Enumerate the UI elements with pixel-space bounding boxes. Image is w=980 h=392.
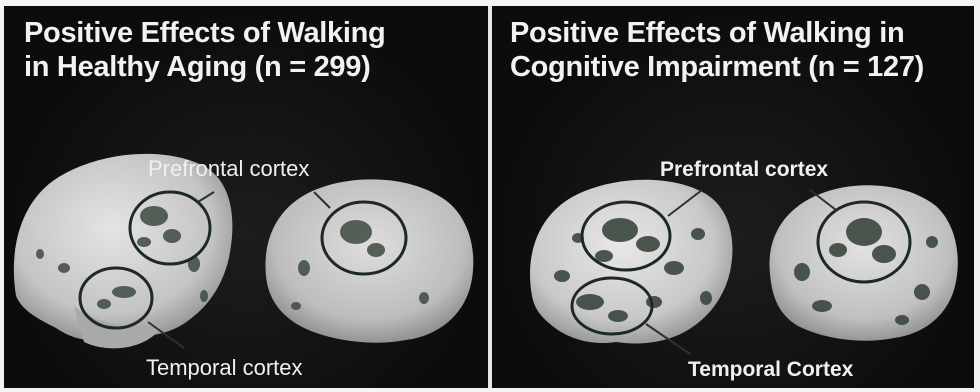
label-prefrontal-cortex: Prefrontal cortex [660, 158, 828, 182]
brain-lateral-left [14, 154, 233, 349]
panel-healthy-aging: Positive Effects of Walking in Healthy A… [4, 6, 488, 388]
brain-images-healthy-aging [4, 6, 488, 388]
brain-lateral-right [265, 179, 473, 342]
brain-images-cognitive-impairment [492, 6, 974, 388]
label-temporal-cortex: Temporal cortex [146, 355, 303, 381]
panel-cognitive-impairment: Positive Effects of Walking in Cognitive… [492, 6, 974, 388]
label-temporal-cortex: Temporal Cortex [688, 358, 853, 382]
brain-lateral-left [530, 180, 732, 344]
label-prefrontal-cortex: Prefrontal cortex [148, 156, 309, 182]
figure-frame: Positive Effects of Walking in Healthy A… [4, 6, 974, 388]
brain-lateral-right [769, 185, 957, 340]
brain-shape [530, 180, 732, 344]
brain-shape [769, 185, 957, 340]
brain-shape [265, 179, 473, 342]
